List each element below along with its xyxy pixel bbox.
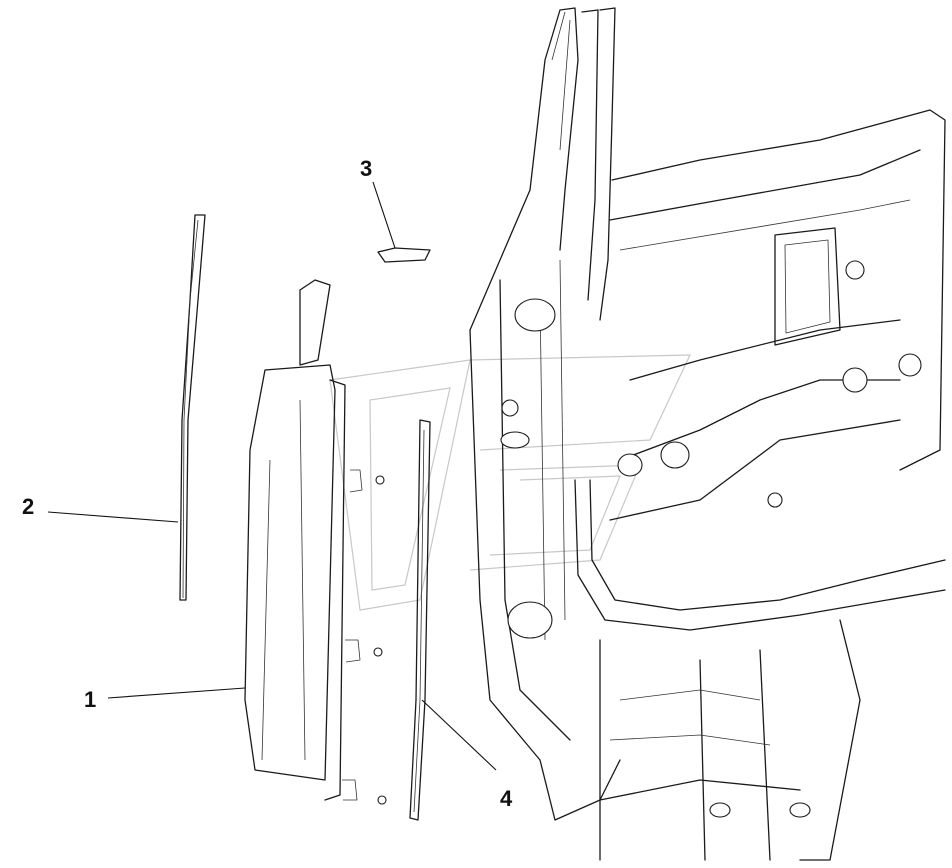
leader-4: [421, 699, 497, 771]
leader-2: [47, 511, 179, 523]
part-1-pillar-trim: [244, 279, 363, 801]
watermark-logo: [329, 354, 691, 611]
callout-3: 3: [360, 156, 372, 181]
leader-1: [107, 687, 246, 699]
part-4-seal-strip: [373, 419, 431, 821]
callout-2: 2: [22, 494, 34, 519]
leader-3: [372, 181, 396, 249]
callout-4: 4: [500, 786, 513, 811]
callout-1: 1: [84, 687, 96, 712]
part-2-upper-strip: [179, 214, 206, 601]
cab-door-frame: [469, 7, 946, 861]
part-3-bracket: [377, 247, 431, 263]
